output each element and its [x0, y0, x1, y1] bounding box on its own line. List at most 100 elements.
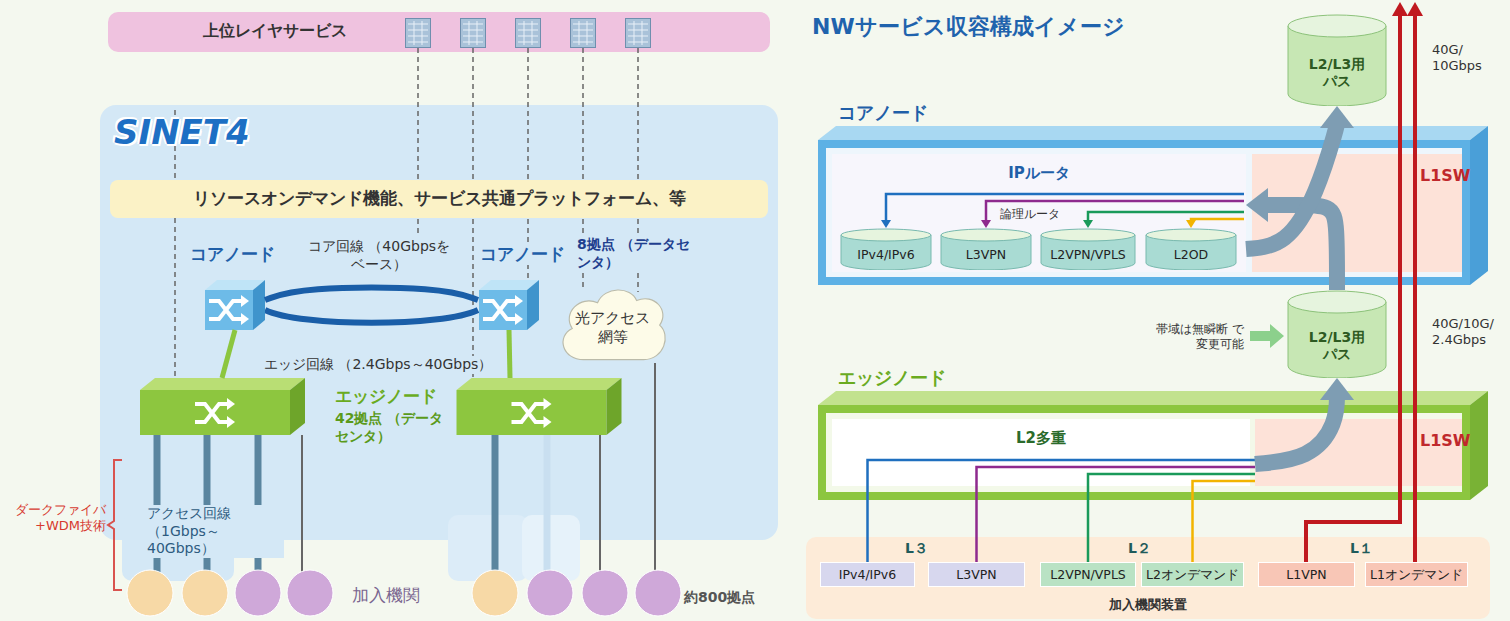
connector-line: [868, 460, 1256, 562]
node-note: 8拠点 （データセンタ）: [575, 236, 694, 271]
bandwidth-arrow: [1250, 324, 1284, 348]
layer-label: L２: [1128, 540, 1151, 558]
platform-bar: リソースオンデマンド機能、サービス共通プラットフォーム、等: [110, 180, 768, 218]
node-title: L2/L3用 パス: [1301, 56, 1373, 91]
core-link: [265, 288, 478, 300]
node-title: エッジノード: [838, 367, 946, 390]
node-note: 42拠点 （データセンタ）: [335, 410, 450, 445]
node-title: L1オンデマンド: [1370, 567, 1463, 583]
connector-line: [1193, 481, 1256, 562]
edge-link: [222, 330, 235, 378]
service-band: 上位レイヤサービス: [108, 12, 770, 52]
low-illustration: [108, 19, 1488, 617]
panel-fills: [100, 12, 1490, 619]
connector-line: [265, 288, 478, 300]
access-lines: [544, 435, 551, 575]
l1-switch-region: L1SW: [1255, 419, 1462, 486]
bandwidth-label: 40G/10G/ 2.4Gbps: [1432, 316, 1498, 349]
bandwidth-arrow: [1250, 324, 1284, 348]
mux-region: L2多重: [832, 419, 1250, 486]
path-cylinder: L3VPN: [940, 228, 1032, 270]
connector-line: [977, 467, 1256, 562]
l1-red-paths: [1413, 14, 1417, 562]
node-title: 上位レイヤサービス: [203, 21, 347, 41]
core-ring: [265, 310, 478, 323]
core-ring: [265, 310, 478, 323]
service-box: L3VPN: [928, 562, 1025, 587]
path-cylinder: L2VPN/VPLS: [1040, 228, 1136, 270]
edge-label: エッジ回線 （2.4Gbps～40Gbps）: [262, 356, 494, 374]
service-box-shape: [821, 563, 915, 587]
network-panel: SINET4リソースオンデマンド機能、サービス共通プラットフォーム、等コアノード…: [100, 105, 778, 540]
cylinder-top: [841, 229, 931, 241]
mux-region-shape: [832, 419, 1250, 486]
core-node: コアノード: [205, 280, 265, 330]
path-flow-arrow: [1255, 378, 1354, 464]
member-circles: [287, 570, 333, 616]
logical-router-heads: [1186, 220, 1196, 228]
node-title: L2/L3用 パス: [1301, 329, 1373, 364]
service-box-shape: [929, 563, 1025, 587]
service-box: IPv4/IPv6: [820, 562, 915, 587]
edge-node: エッジノード42拠点 （データセンタ）: [140, 378, 305, 435]
member-circles: [472, 570, 518, 616]
network-panel-shape: [100, 105, 778, 540]
node-title: L2多重: [832, 429, 1250, 448]
cloud-outline: [563, 290, 665, 360]
fiber-bracket: [108, 460, 122, 590]
service-box: L2VPN/VPLS: [1040, 562, 1136, 587]
path-flow-arrow: [1246, 106, 1354, 249]
logical-router-heads: [1083, 220, 1093, 228]
service-line: [1193, 481, 1256, 562]
edge-link-line: [509, 330, 510, 378]
node-3d-faces: [1470, 126, 1488, 285]
l1-switch-region: L1SW: [1252, 154, 1462, 272]
cylinder-top: [1288, 291, 1386, 313]
member-circles: [527, 570, 573, 616]
path-cylinder: L2/L3用 パス: [1287, 14, 1387, 106]
node-title: IPv4/IPv6: [839, 567, 896, 583]
cylinder-top: [1288, 15, 1386, 37]
l1-red-heads: [1392, 2, 1423, 16]
count-label: 約800拠点: [684, 589, 755, 607]
bandwidth-label: 40G/ 10Gbps: [1432, 42, 1486, 75]
fiber-bracket: [108, 460, 122, 590]
member-circles: [182, 570, 228, 616]
service-box-shape: [1366, 563, 1468, 587]
platform-bar-shape: [110, 180, 768, 218]
member-device-panel-shape: [806, 537, 1490, 619]
node-title: 加入機関装置: [806, 597, 1490, 613]
connector-line: [222, 330, 235, 378]
service-line: [977, 467, 1256, 562]
node-title: L1SW: [1420, 166, 1471, 186]
node-title: L1SW: [1420, 431, 1471, 451]
node-3d-faces: [1470, 391, 1488, 500]
server-icons: [406, 19, 431, 48]
switch-icons: [205, 280, 265, 330]
logical-router-heads: [981, 220, 991, 228]
edge-panel-shape: [822, 409, 1466, 496]
core-panel-shape: [822, 144, 1466, 281]
node-title: コアノード: [478, 244, 567, 265]
node-title: L2OD: [1174, 247, 1208, 263]
node-title: IPv4/IPv6: [857, 247, 914, 263]
layer-label: L３: [905, 540, 928, 558]
access-cloud: 光アクセス 網等: [555, 285, 670, 363]
service-box-shape: [1259, 563, 1355, 587]
arrow-head: [1320, 106, 1354, 128]
service-box: L1VPN: [1258, 562, 1355, 587]
switch-icons: [140, 378, 305, 435]
l1-red-heads: [1407, 2, 1423, 16]
node-3d-faces: [818, 126, 1488, 500]
member-circles: [582, 570, 628, 616]
logical-router-heads: [881, 220, 891, 228]
node-3d-faces: [818, 126, 1488, 140]
service-box-shape: [1142, 563, 1244, 587]
edge-panel: エッジノードL2多重L1SW: [818, 405, 1470, 500]
cylinder-top: [1041, 229, 1135, 241]
member-circles: [635, 570, 681, 616]
server-icons: [406, 19, 651, 48]
connector-line: [1088, 474, 1255, 562]
